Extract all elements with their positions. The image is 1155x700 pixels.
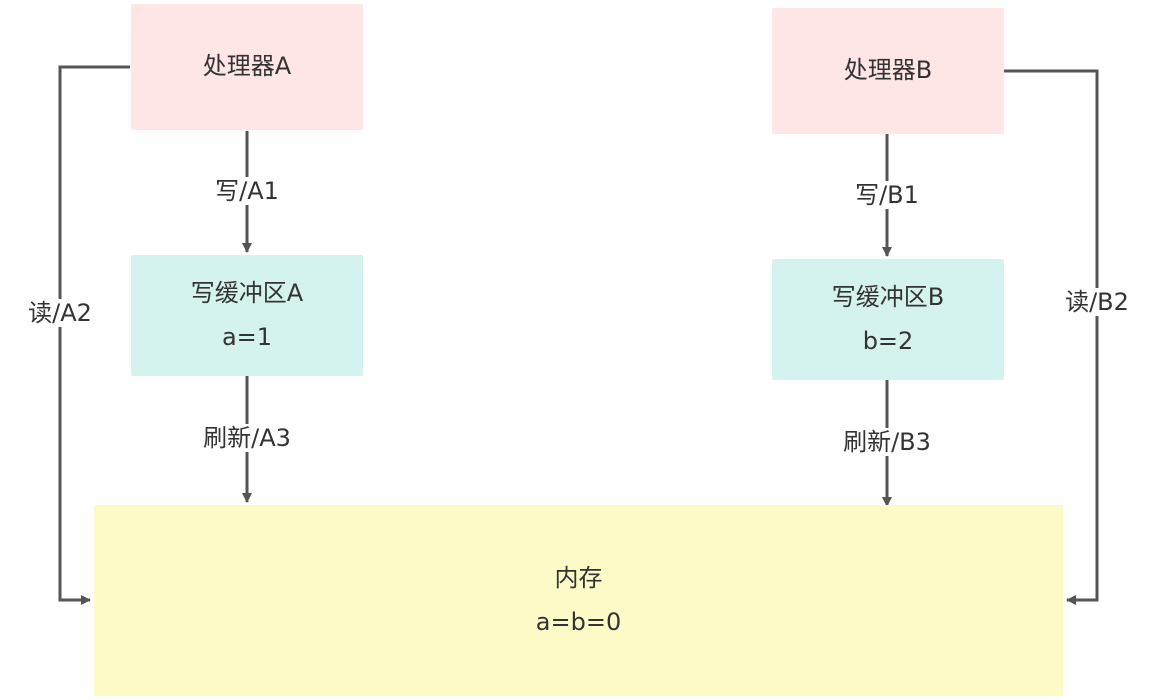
buffer-b-node: 写缓冲区B b=2 <box>772 259 1004 380</box>
edge-label-read-a: 读/A2 <box>24 299 96 327</box>
buffer-a-node: 写缓冲区A a=1 <box>131 255 363 376</box>
memory-title: 内存 <box>554 564 603 593</box>
memory-node: 内存 a=b=0 <box>94 505 1063 696</box>
edge-label-write-a: 写/A1 <box>211 177 283 205</box>
memory-value: a=b=0 <box>535 607 622 636</box>
processor-b-title: 处理器B <box>843 56 933 85</box>
edge-label-write-b: 写/B1 <box>851 181 923 209</box>
processor-a-node: 处理器A <box>131 4 363 130</box>
buffer-b-value: b=2 <box>862 326 914 355</box>
edge-label-flush-a: 刷新/A3 <box>199 424 295 452</box>
buffer-a-value: a=1 <box>221 322 273 351</box>
edge-label-flush-b: 刷新/B3 <box>839 428 935 456</box>
buffer-a-title: 写缓冲区A <box>190 279 304 308</box>
processor-b-node: 处理器B <box>772 8 1004 134</box>
processor-a-title: 处理器A <box>202 52 292 81</box>
buffer-b-title: 写缓冲区B <box>831 283 945 312</box>
edge-label-read-b: 读/B2 <box>1061 288 1133 316</box>
